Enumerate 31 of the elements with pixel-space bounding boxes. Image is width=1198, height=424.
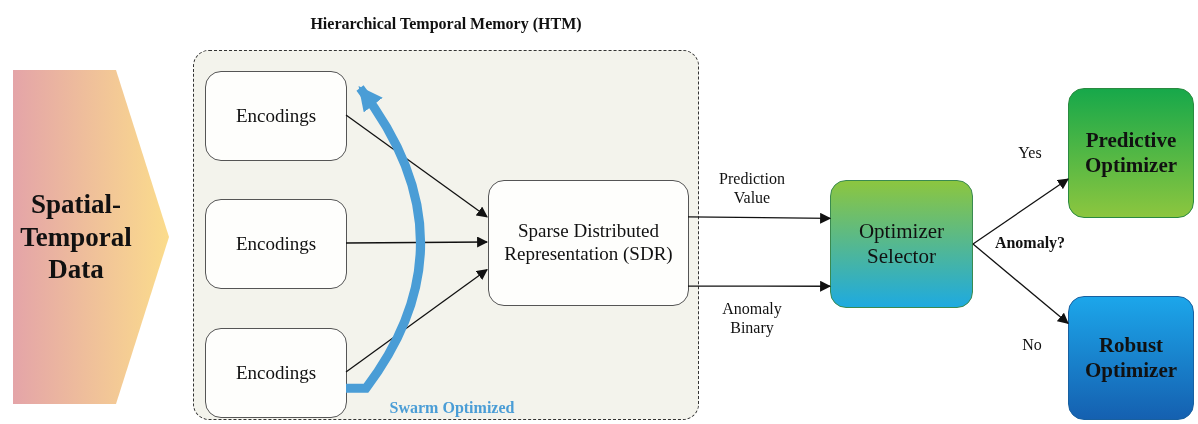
process-box <box>488 180 689 306</box>
arrow <box>972 243 1069 324</box>
chevron-shape <box>13 70 169 404</box>
edge-label: Anomaly Binary <box>721 298 783 338</box>
arrow <box>687 280 832 292</box>
edge-label: No <box>1022 335 1042 355</box>
arrow <box>345 114 488 218</box>
selector-box <box>830 180 973 308</box>
branch-label: Anomaly? <box>994 234 1066 252</box>
process-box <box>205 328 347 418</box>
output-box <box>1068 296 1194 420</box>
process-box <box>205 199 347 289</box>
node-label: Sparse Distributed Representation (SDR) <box>503 220 674 266</box>
edge-label: Prediction Value <box>718 168 786 208</box>
arrow <box>687 212 832 224</box>
node-label: Spatial-Temporal Data <box>19 188 133 286</box>
node-label: Encodings <box>234 232 318 256</box>
node-label: Encodings <box>234 104 318 128</box>
process-box <box>205 71 347 161</box>
arrow <box>972 178 1069 245</box>
output-box <box>1068 88 1194 218</box>
node-label: Encodings <box>234 361 318 385</box>
curved-arrow <box>346 85 425 393</box>
arrow <box>345 269 488 373</box>
edge-label: Yes <box>1018 143 1042 163</box>
node-label: Predictive Optimizer <box>1083 127 1179 179</box>
edge-label: Swarm Optimized <box>389 398 515 418</box>
group-heading: Hierarchical Temporal Memory (HTM) <box>309 15 583 33</box>
node-label: Optimizer Selector <box>857 218 946 270</box>
node-label: Robust Optimizer <box>1083 332 1179 384</box>
arrow <box>345 236 489 248</box>
